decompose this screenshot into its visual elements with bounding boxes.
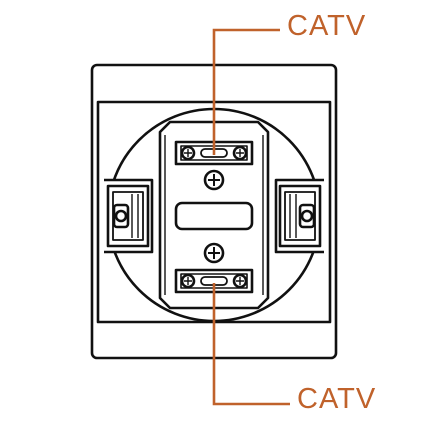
clamp-right — [274, 178, 324, 254]
callout-label-bottom: CATV — [297, 383, 377, 415]
clamp-left — [104, 178, 154, 254]
callout-label-top: CATV — [287, 10, 367, 42]
screw-lower — [203, 242, 225, 264]
leader-line-bottom — [212, 283, 290, 406]
screw-upper — [203, 169, 225, 191]
center-slot — [174, 201, 254, 231]
leader-line-top — [212, 28, 280, 155]
center-module-shadow — [164, 135, 264, 295]
